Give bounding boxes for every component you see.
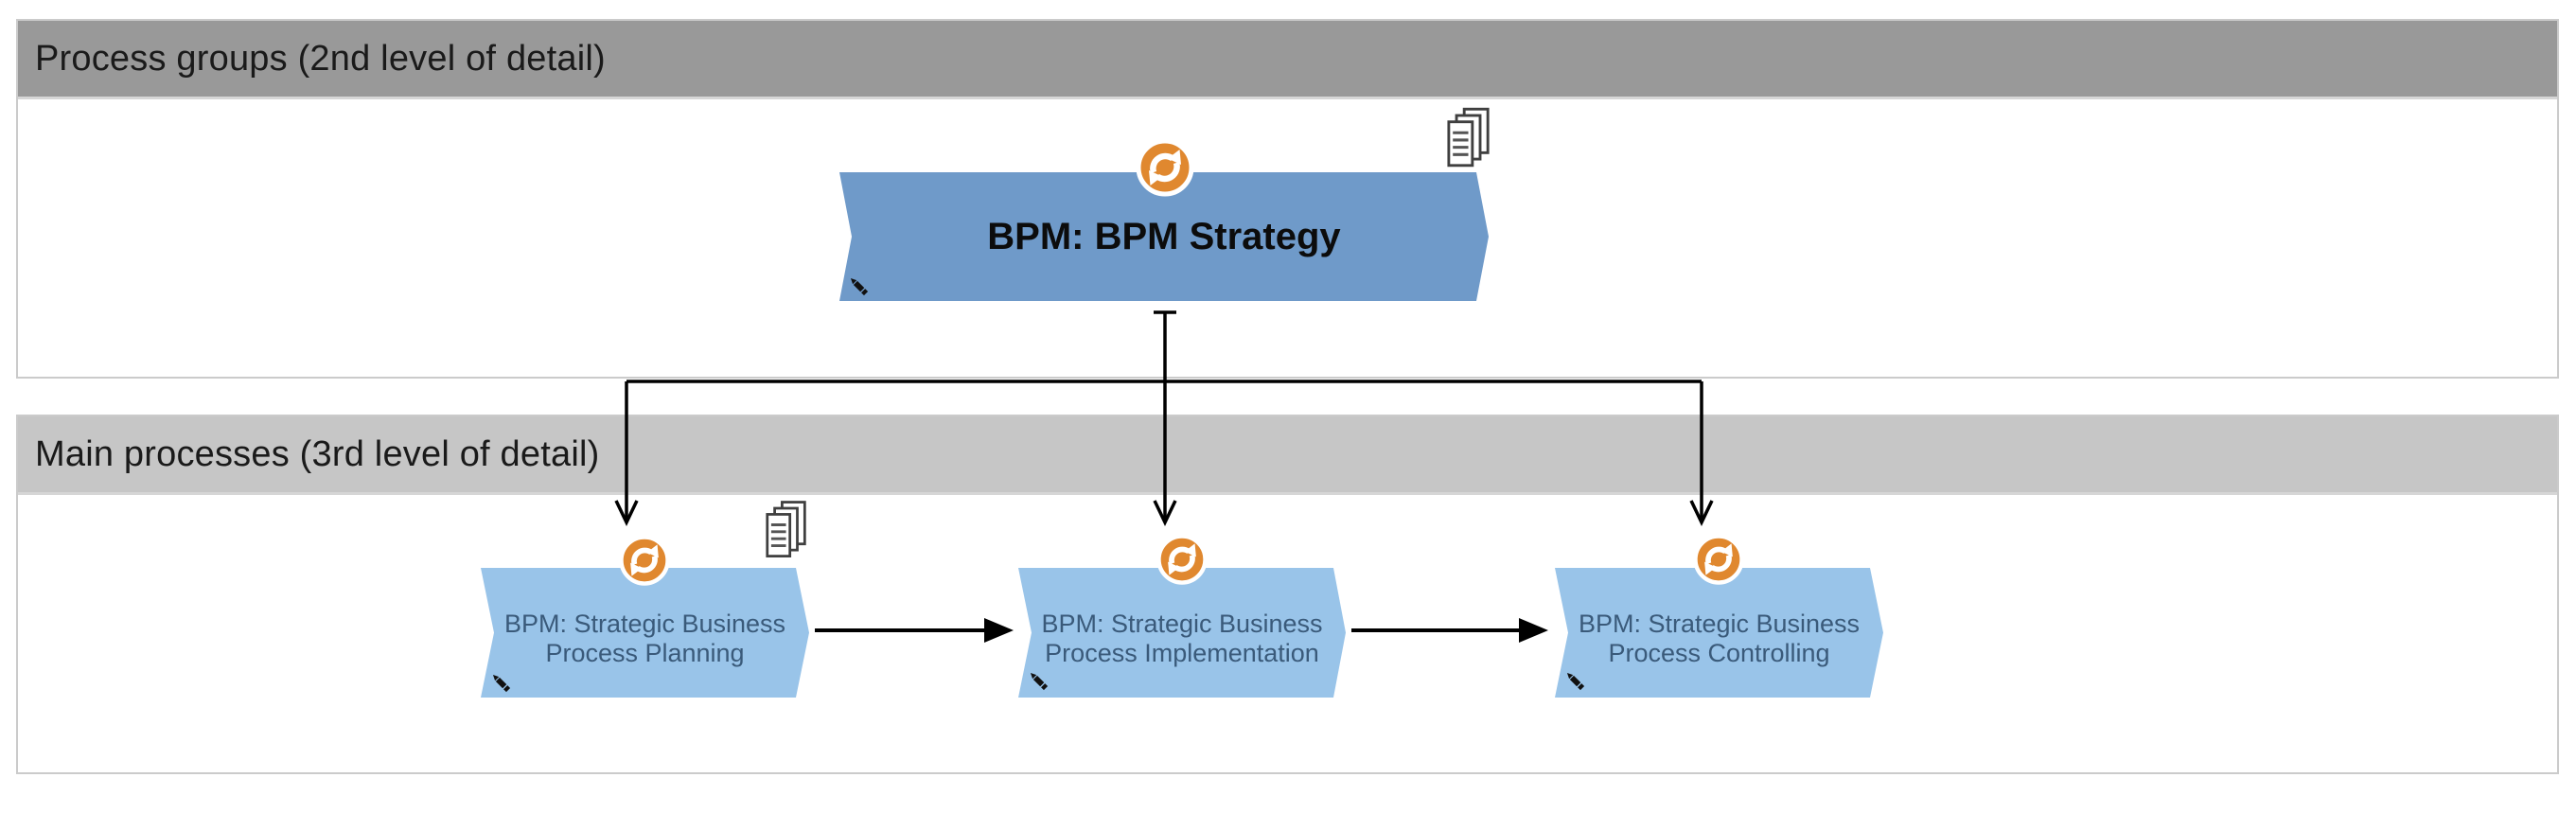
section-header-process-groups: Process groups (2nd level of detail) bbox=[18, 21, 2557, 99]
pencil-icon[interactable] bbox=[846, 274, 871, 298]
process-label-controlling-line1: BPM: Strategic Business bbox=[1578, 609, 1861, 638]
sync-icon[interactable] bbox=[1156, 533, 1209, 586]
process-label-bpm-strategy: BPM: BPM Strategy bbox=[987, 215, 1341, 257]
section-title-process-groups: Process groups (2nd level of detail) bbox=[35, 38, 606, 79]
documents-icon[interactable] bbox=[1446, 106, 1491, 170]
sync-icon[interactable] bbox=[1135, 137, 1195, 198]
process-label-implementation-line1: BPM: Strategic Business bbox=[1041, 609, 1323, 638]
pencil-icon[interactable] bbox=[1026, 668, 1050, 693]
process-label-planning-line2: Process Planning bbox=[545, 638, 745, 667]
sync-icon[interactable] bbox=[1692, 533, 1745, 586]
pencil-icon[interactable] bbox=[488, 670, 513, 695]
pencil-icon[interactable] bbox=[1562, 668, 1587, 693]
section-main-processes: Main processes (3rd level of detail) bbox=[16, 415, 2559, 774]
process-shape-controlling[interactable]: BPM: Strategic Business Process Controll… bbox=[1555, 568, 1883, 698]
section-title-main-processes: Main processes (3rd level of detail) bbox=[35, 433, 600, 474]
process-shape-planning[interactable]: BPM: Strategic Business Process Planning bbox=[481, 568, 809, 698]
process-label-controlling-line2: Process Controlling bbox=[1608, 638, 1830, 667]
documents-icon[interactable] bbox=[765, 500, 808, 560]
process-shape-implementation[interactable]: BPM: Strategic Business Process Implemen… bbox=[1018, 568, 1346, 698]
process-label-planning-line1: BPM: Strategic Business bbox=[503, 609, 786, 638]
section-process-groups: Process groups (2nd level of detail) bbox=[16, 19, 2559, 379]
section-header-main-processes: Main processes (3rd level of detail) bbox=[18, 416, 2557, 495]
sync-icon[interactable] bbox=[618, 534, 671, 587]
process-label-implementation-line2: Process Implementation bbox=[1045, 638, 1319, 667]
